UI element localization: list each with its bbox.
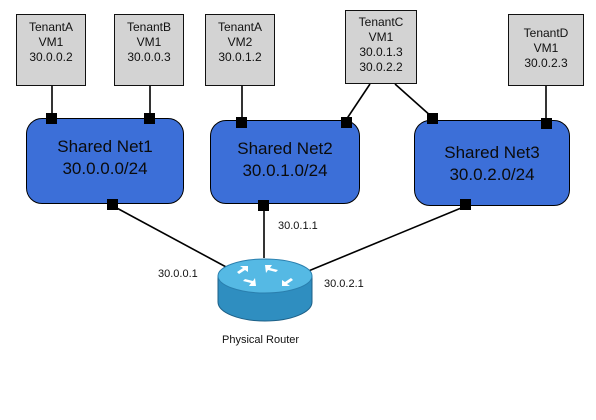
vm-box-tenanta-vm2: TenantA VM2 30.0.1.2 bbox=[205, 14, 275, 86]
vm-ip-label: 30.0.1.3 bbox=[359, 45, 403, 59]
network-name: Shared Net2 bbox=[237, 139, 333, 158]
network-cidr: 30.0.1.0/24 bbox=[242, 161, 328, 180]
vm-ip-label: 30.0.2.3 bbox=[524, 56, 568, 70]
port-net3-vm5 bbox=[541, 118, 552, 129]
network-cidr: 30.0.2.0/24 bbox=[449, 165, 535, 184]
shared-net3-box: Shared Net3 30.0.2.0/24 bbox=[414, 120, 570, 206]
vm-ip-label: 30.0.0.3 bbox=[127, 50, 171, 64]
vm-box-tenantb-vm1: TenantB VM1 30.0.0.3 bbox=[114, 14, 184, 86]
port-net2-vm3 bbox=[236, 117, 247, 128]
port-net3-vm4 bbox=[427, 113, 438, 124]
vm-name-label: VM2 bbox=[227, 35, 253, 49]
network-name: Shared Net1 bbox=[57, 137, 153, 156]
router-interface-label-net1: 30.0.0.1 bbox=[158, 268, 198, 280]
router-interface-label-net3: 30.0.2.1 bbox=[324, 278, 364, 290]
vm-ip-label: 30.0.0.2 bbox=[29, 50, 73, 64]
port-net3-router bbox=[460, 199, 471, 210]
vm-ip-label: 30.0.1.2 bbox=[218, 50, 262, 64]
router-label: Physical Router bbox=[222, 334, 300, 346]
shared-net2-box: Shared Net2 30.0.1.0/24 bbox=[210, 120, 360, 204]
link-vm4-net2 bbox=[345, 83, 371, 121]
network-cidr: 30.0.0.0/24 bbox=[62, 159, 148, 178]
vm-tenant-label: TenantA bbox=[28, 20, 74, 34]
shared-net1-box: Shared Net1 30.0.0.0/24 bbox=[26, 118, 184, 204]
network-name: Shared Net3 bbox=[444, 143, 540, 162]
link-vm4-net3 bbox=[394, 83, 433, 118]
vm-name-label: VM1 bbox=[533, 41, 559, 55]
port-net2-router bbox=[258, 200, 269, 211]
router-icon bbox=[217, 258, 313, 322]
vm-tenant-label: TenantD bbox=[523, 26, 569, 40]
router-interface-label-net2: 30.0.1.1 bbox=[278, 220, 318, 232]
vm-box-tenantd-vm1: TenantD VM1 30.0.2.3 bbox=[508, 14, 584, 86]
vm-box-tenantc-vm1: TenantC VM1 30.0.1.3 30.0.2.2 bbox=[345, 10, 417, 84]
link-net3-router bbox=[305, 205, 467, 273]
link-net1-router bbox=[112, 205, 229, 269]
port-net2-vm4 bbox=[341, 117, 352, 128]
port-net1-vm2 bbox=[144, 113, 155, 124]
vm-tenant-label: TenantA bbox=[217, 20, 263, 34]
vm-tenant-label: TenantC bbox=[358, 15, 404, 29]
vm-name-label: VM1 bbox=[38, 35, 64, 49]
vm-name-label: VM1 bbox=[368, 30, 394, 44]
vm-name-label: VM1 bbox=[136, 35, 162, 49]
vm-ip-label: 30.0.2.2 bbox=[359, 60, 403, 74]
port-net1-vm1 bbox=[46, 113, 57, 124]
vm-tenant-label: TenantB bbox=[126, 20, 172, 34]
port-net1-router bbox=[107, 199, 118, 210]
vm-box-tenanta-vm1: TenantA VM1 30.0.0.2 bbox=[16, 14, 86, 86]
